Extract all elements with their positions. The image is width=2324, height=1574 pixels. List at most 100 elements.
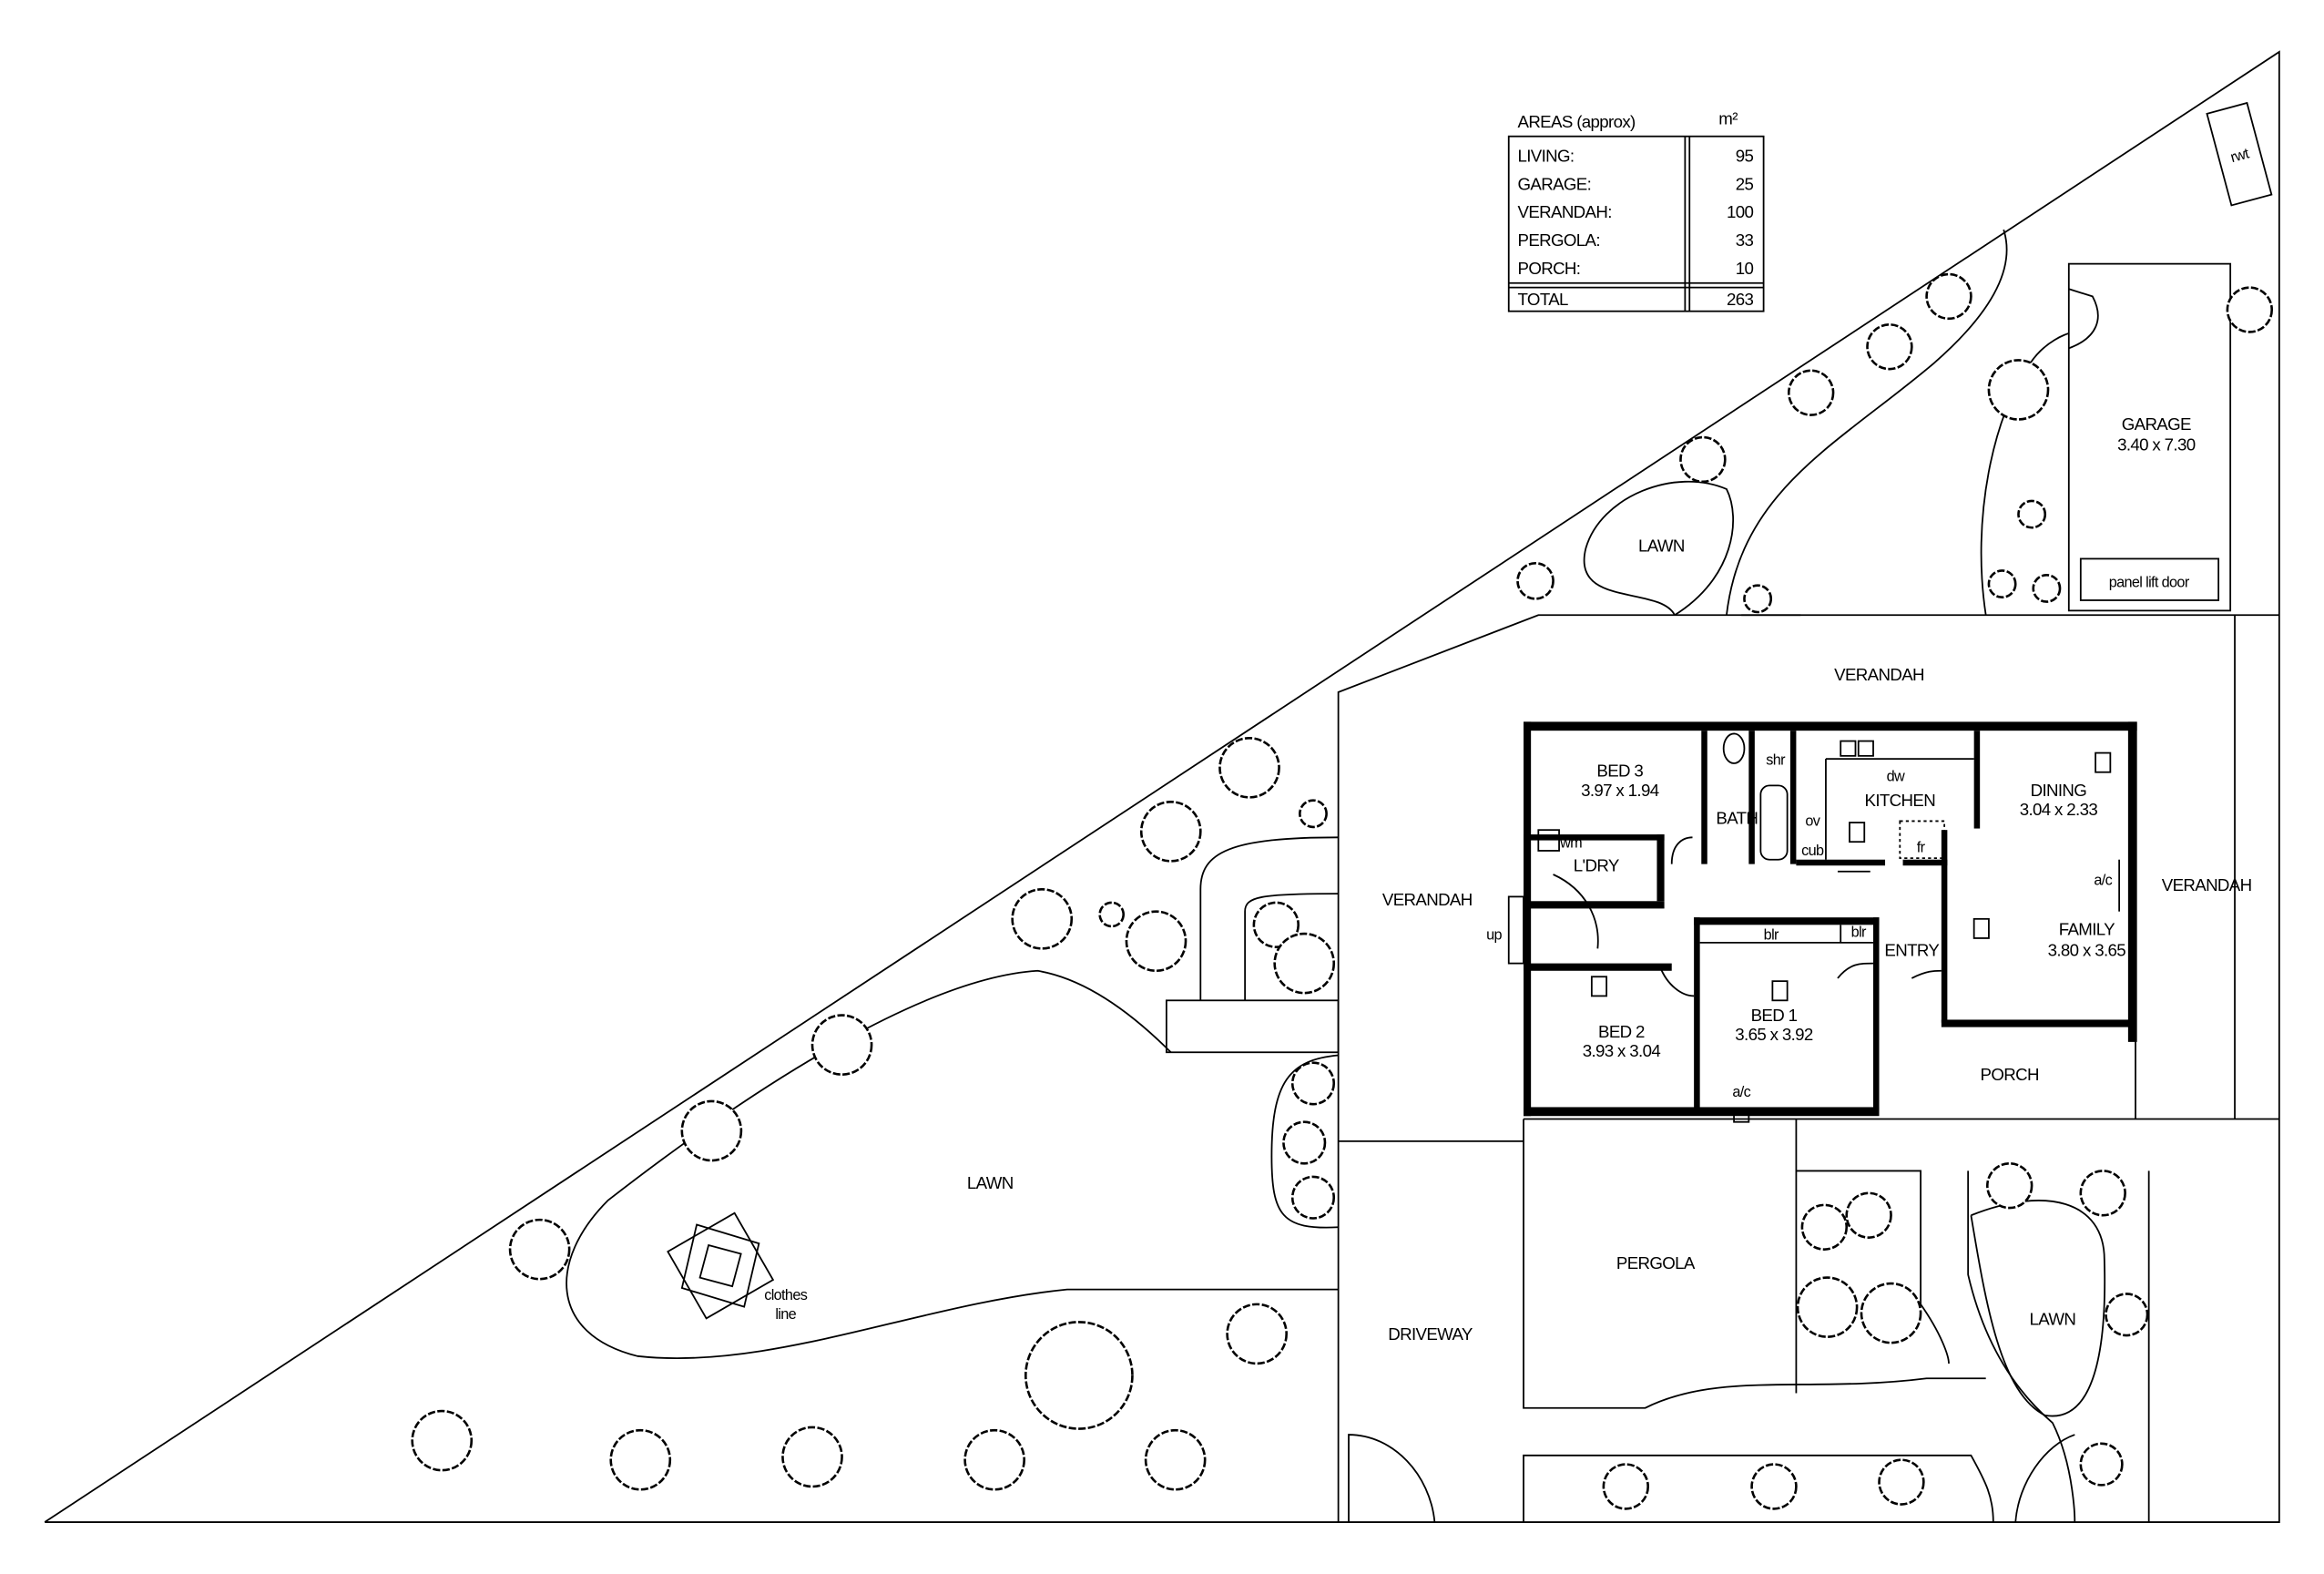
area-label: PORCH: bbox=[1518, 259, 1581, 278]
room-name: KITCHEN bbox=[1865, 791, 1936, 810]
room-name: BED 1 bbox=[1751, 1006, 1798, 1025]
tree-icon bbox=[1299, 799, 1328, 829]
tree-icon bbox=[1878, 1458, 1925, 1506]
tree-icon bbox=[1800, 1203, 1849, 1251]
tree-icon bbox=[810, 1014, 873, 1076]
tree-icon bbox=[1987, 569, 2017, 599]
fixture-label: dw bbox=[1887, 768, 1905, 784]
fixture-label: blr bbox=[1764, 927, 1779, 944]
tree-icon bbox=[1796, 1276, 1859, 1338]
room-labels: BED 3 3.97 x 1.94 BATH shr dw KITCHEN ov… bbox=[1486, 752, 2126, 1100]
tree-icon bbox=[680, 1099, 743, 1162]
ac-label: a/c bbox=[2094, 872, 2112, 888]
fixture-label: wm bbox=[1559, 835, 1582, 852]
tree-icon bbox=[1218, 737, 1280, 799]
areas-title: AREAS (approx) bbox=[1518, 112, 1636, 131]
fixture-label: blr bbox=[1851, 924, 1867, 940]
areas-table: AREAS (approx) m² LIVING: 95 GARAGE: 25 … bbox=[1507, 109, 1765, 312]
house-floorplan bbox=[1507, 721, 2137, 1123]
site-boundary bbox=[44, 50, 2280, 1523]
tree-icon bbox=[1743, 584, 1773, 614]
pergola-label: PERGOLA bbox=[1616, 1253, 1696, 1272]
ac-label: a/c bbox=[1732, 1084, 1750, 1100]
tree-icon bbox=[2105, 1293, 2149, 1337]
tree-icon bbox=[1273, 932, 1336, 995]
fixture-label: fr bbox=[1917, 840, 1926, 856]
tree-icon bbox=[1866, 323, 1913, 371]
up-label: up bbox=[1486, 927, 1502, 944]
tree-icon bbox=[2226, 286, 2274, 333]
fixture-label: cub bbox=[1801, 843, 1824, 859]
heater-icons bbox=[1590, 751, 2112, 1002]
driveway-label: DRIVEWAY bbox=[1388, 1324, 1473, 1344]
tree-icon bbox=[411, 1409, 474, 1472]
tree-icon bbox=[1290, 1061, 1336, 1106]
room-name: ENTRY bbox=[1884, 940, 1940, 959]
tree-icon bbox=[1011, 887, 1074, 950]
tree-icon bbox=[1516, 562, 1554, 600]
clothes-line-label: line bbox=[775, 1306, 796, 1323]
tree-icon bbox=[1125, 910, 1187, 973]
tree-icon bbox=[1845, 1191, 1892, 1239]
room-name: BED 3 bbox=[1596, 761, 1643, 781]
garage-dims: 3.40 x 7.30 bbox=[2117, 435, 2196, 455]
rwt-label: rwt bbox=[2228, 145, 2251, 166]
area-value: 10 bbox=[1736, 259, 1754, 278]
panel-lift-door bbox=[2079, 557, 2220, 601]
clothes-line-label: clothes bbox=[764, 1287, 807, 1303]
area-label: GARAGE: bbox=[1518, 174, 1592, 193]
tree-icon bbox=[2079, 1442, 2124, 1487]
fixture-label: ov bbox=[1805, 813, 1820, 829]
tree-icon bbox=[1987, 359, 2050, 421]
tree-icon bbox=[609, 1428, 672, 1491]
area-total-label: TOTAL bbox=[1518, 290, 1569, 309]
areas-unit: m² bbox=[1718, 109, 1738, 128]
tree-icon bbox=[2079, 1170, 2126, 1217]
lawn-label: LAWN bbox=[1638, 536, 1685, 555]
lawn-label: LAWN bbox=[967, 1173, 1014, 1192]
area-value: 25 bbox=[1736, 174, 1754, 193]
area-value: 95 bbox=[1736, 146, 1754, 165]
room-dims: 3.93 x 3.04 bbox=[1583, 1041, 1661, 1060]
tree-icon bbox=[1252, 901, 1300, 949]
area-label: VERANDAH: bbox=[1518, 202, 1612, 221]
fixture-label: shr bbox=[1766, 752, 1786, 769]
tree-icon bbox=[1226, 1303, 1288, 1365]
tree-icon bbox=[1750, 1463, 1798, 1510]
tree-icon bbox=[963, 1428, 1025, 1491]
tree-icon bbox=[1986, 1161, 2034, 1210]
yard-lines bbox=[667, 614, 2279, 1523]
room-dims: 3.80 x 3.65 bbox=[2048, 940, 2126, 959]
garage bbox=[2067, 101, 2273, 612]
trees bbox=[411, 272, 2274, 1510]
tree-icon bbox=[1860, 1282, 1922, 1344]
room-name: BATH bbox=[1716, 809, 1758, 828]
garage-label: GARAGE bbox=[2122, 414, 2191, 434]
panel-lift-door-label: panel lift door bbox=[2109, 574, 2190, 590]
tree-icon bbox=[1290, 1175, 1336, 1220]
room-name: L'DRY bbox=[1574, 856, 1620, 875]
verandah-label: VERANDAH bbox=[1834, 665, 1924, 684]
room-dims: 3.97 x 1.94 bbox=[1581, 781, 1659, 800]
area-total-value: 263 bbox=[1727, 290, 1754, 309]
clothes-line-icon bbox=[667, 1211, 775, 1320]
verandah-label: VERANDAH bbox=[1382, 890, 1473, 909]
room-dims: 3.04 x 2.33 bbox=[2020, 800, 2098, 819]
room-name: DINING bbox=[2031, 781, 2087, 800]
room-name: BED 2 bbox=[1598, 1022, 1645, 1041]
area-label: LIVING: bbox=[1518, 146, 1575, 165]
porch-label: PORCH bbox=[1981, 1065, 2039, 1084]
tree-icon bbox=[781, 1426, 843, 1488]
area-value: 100 bbox=[1727, 202, 1754, 221]
tree-icon bbox=[1925, 272, 1972, 321]
room-dims: 3.65 x 3.92 bbox=[1735, 1025, 1813, 1044]
tree-icon bbox=[1602, 1463, 1649, 1510]
tree-icon bbox=[1098, 901, 1125, 928]
area-value: 33 bbox=[1736, 230, 1754, 250]
tree-icon bbox=[2032, 574, 2062, 603]
site-labels: LAWN LAWN LAWN GARAGE 3.40 x 7.30 panel … bbox=[764, 145, 2252, 1344]
room-name: FAMILY bbox=[2059, 920, 2115, 939]
tree-icon bbox=[1787, 369, 1835, 416]
tree-icon bbox=[1139, 800, 1202, 863]
